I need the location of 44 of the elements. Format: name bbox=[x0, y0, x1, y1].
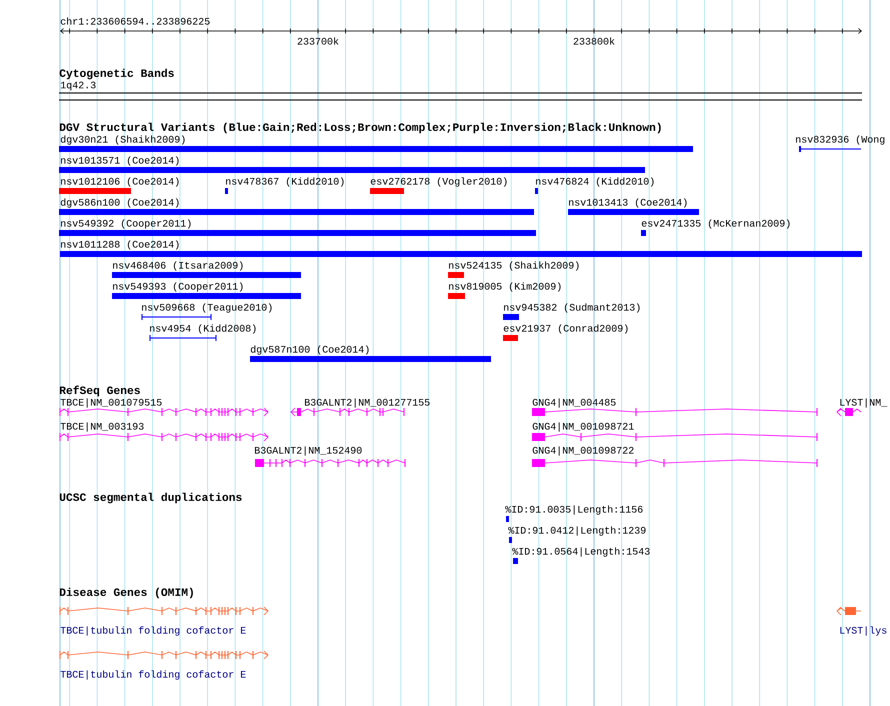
track-label: TBCE|NM_001079515 bbox=[60, 398, 162, 408]
track-label: chr1:233606594..233896225 bbox=[60, 17, 210, 25]
gene-label: LYST|lys bbox=[840, 626, 886, 636]
tick-label: 233800k bbox=[574, 37, 614, 45]
track-heading: DGV Structural Variants (Blue:Gain;Red:Loss;Brown:Complex;Purple:Inversion;Black:Unknown) bbox=[60, 122, 661, 134]
track-label: esv2471335 (McKernan2009) bbox=[642, 219, 790, 229]
track-label: GNG4|NM_001098721 bbox=[532, 422, 634, 432]
track-label: GNG4|NM_001098722 bbox=[532, 446, 634, 456]
tick-label: 233700k bbox=[298, 37, 338, 45]
track-label: nsv945382 (Sudmant2013) bbox=[504, 303, 640, 313]
track-label: nsv4954 (Kidd2008) bbox=[150, 324, 256, 334]
track-heading: UCSC segmental duplications bbox=[60, 492, 242, 504]
track-label: nsv478367 (Kidd2010) bbox=[226, 177, 344, 187]
track-label: nsv819005 (Kim2009) bbox=[449, 282, 561, 292]
track-label: %ID:91.0564|Length:1543 bbox=[512, 547, 650, 557]
track-label: nsv549393 (Cooper2011) bbox=[113, 282, 243, 292]
track-label: dgv586n100 (Coe2014) bbox=[60, 198, 179, 208]
track-label: dgv587n100 (Coe2014) bbox=[250, 345, 369, 355]
gene-label: TBCE|tubulin folding cofactor E bbox=[60, 626, 246, 636]
track-label: %ID:91.0412|Length:1239 bbox=[508, 526, 646, 536]
gene-label: TBCE|tubulin folding cofactor E bbox=[60, 670, 246, 680]
track-label: nsv468406 (Itsara2009) bbox=[113, 261, 243, 271]
track-label: B3GALNT2|NM_001277155 bbox=[305, 398, 430, 408]
track-label: nsv509668 (Teague2010) bbox=[142, 303, 272, 313]
track-label: nsv524135 (Shaikh2009) bbox=[449, 261, 579, 271]
track-label: nsv549392 (Cooper2011) bbox=[61, 219, 191, 229]
track-label: nsv1013571 (Coe2014) bbox=[61, 156, 179, 166]
track-label: nsv1012106 (Coe2014) bbox=[61, 177, 179, 187]
track-label: nsv832936 (Wong bbox=[796, 135, 884, 145]
track-label: dgv30n21 (Shaikh2009) bbox=[60, 135, 185, 145]
track-label: nsv1011288 (Coe2014) bbox=[61, 240, 179, 250]
track-label: %ID:91.0035|Length:1156 bbox=[505, 505, 643, 515]
track-heading: Disease Genes (OMIM) bbox=[60, 588, 193, 598]
track-label: B3GALNT2|NM_152490 bbox=[255, 446, 362, 456]
track-label: nsv1013413 (Coe2014) bbox=[569, 198, 687, 208]
track-label: esv21937 (Conrad2009) bbox=[504, 324, 628, 334]
track-heading: RefSeq Genes bbox=[60, 386, 140, 396]
track-label: esv2762178 (Vogler2010) bbox=[370, 177, 507, 187]
track-label: LYST|NM_ bbox=[840, 398, 888, 408]
track-label: GNG4|NM_004485 bbox=[532, 398, 616, 408]
track-label: 1q42.3 bbox=[60, 82, 96, 90]
track-label: nsv476824 (Kidd2010) bbox=[536, 177, 654, 187]
track-label: TBCE|NM_003193 bbox=[60, 422, 144, 432]
track-heading: Cytogenetic Bands bbox=[60, 68, 174, 80]
